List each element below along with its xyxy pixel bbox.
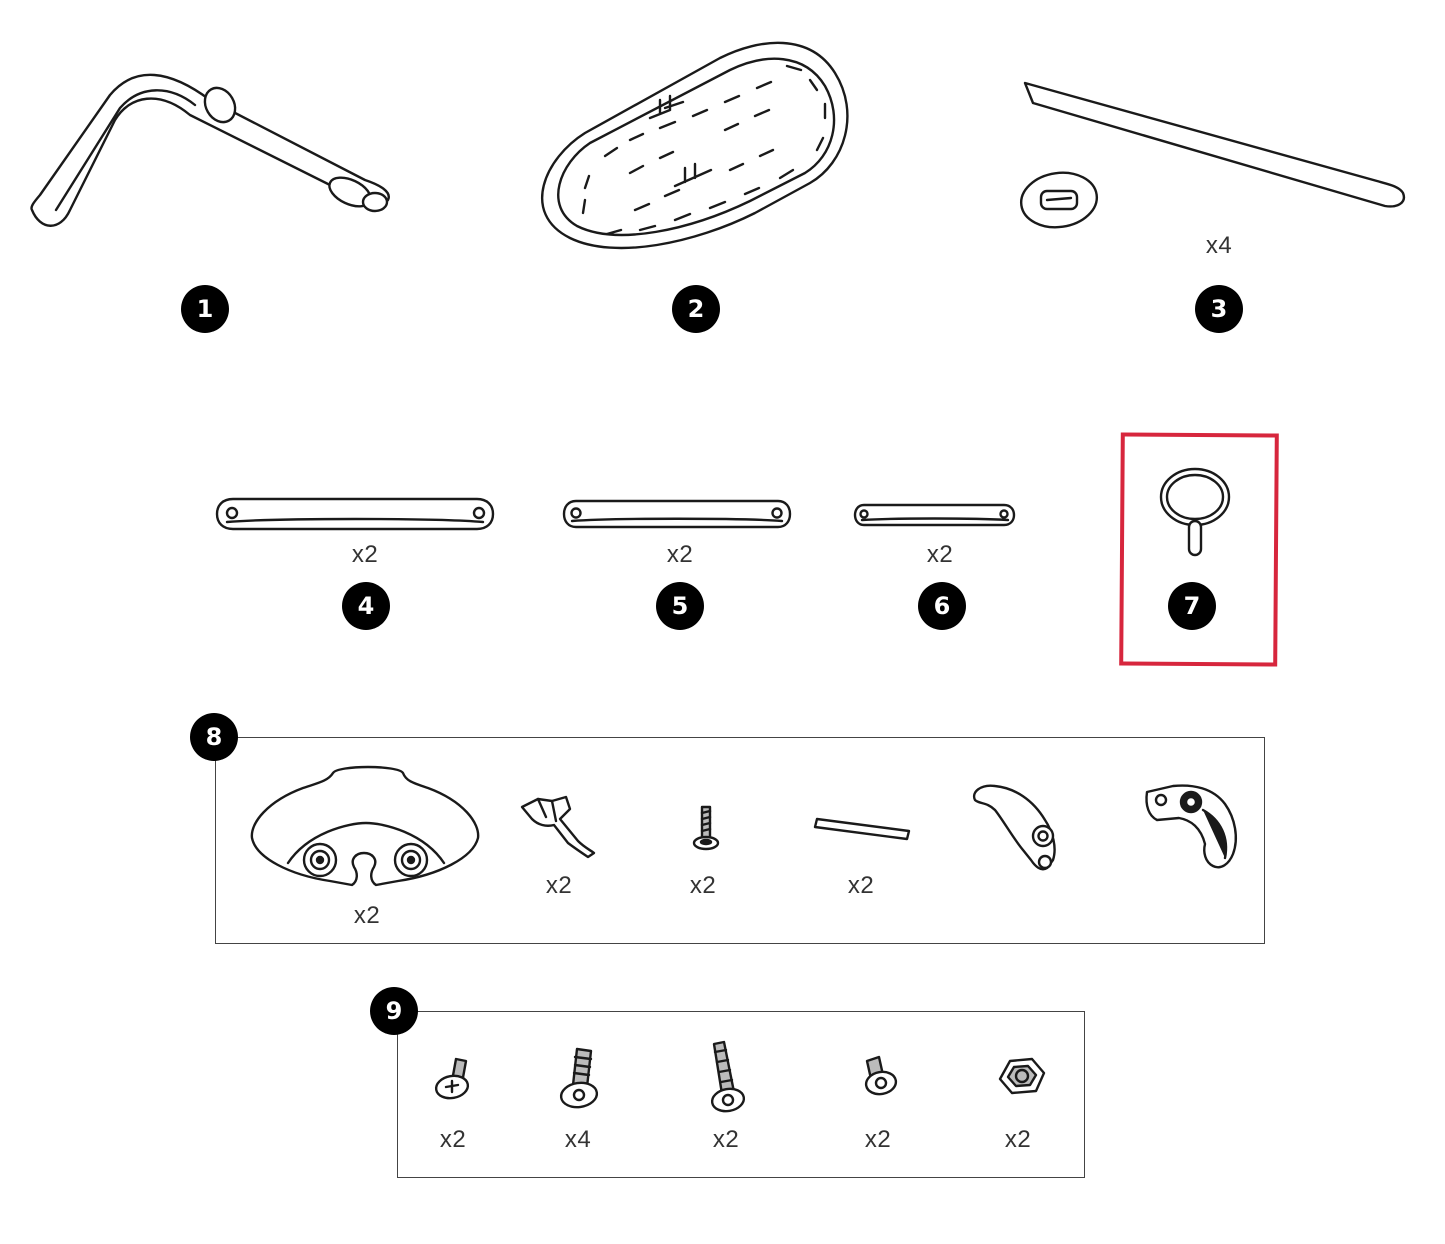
group-8-rod-quantity: x2 xyxy=(847,872,875,899)
part-7-number-badge: 7 xyxy=(1168,582,1216,630)
part-3-strap-illustration xyxy=(1015,78,1410,233)
group-8-small-screw-quantity: x2 xyxy=(689,872,717,899)
group-8-mount-clamp-illustration xyxy=(248,763,483,893)
group-9-frame xyxy=(397,1011,1085,1178)
group-9-long-bolt-illustration xyxy=(700,1040,750,1115)
group-9-medium-bolt-quantity: x4 xyxy=(564,1126,592,1153)
group-8-hook-right-illustration xyxy=(1143,780,1243,875)
group-9-short-bolt-quantity: x2 xyxy=(864,1126,892,1153)
part-1-tube-frame-illustration xyxy=(20,60,400,240)
group-9-long-bolt-quantity: x2 xyxy=(712,1126,740,1153)
part-5-number-badge: 5 xyxy=(656,582,704,630)
group-8-rod-illustration xyxy=(812,813,914,843)
part-4-quantity: x2 xyxy=(351,541,379,568)
group-9-hex-nut-quantity: x2 xyxy=(1004,1126,1032,1153)
part-6-number-badge: 6 xyxy=(918,582,966,630)
group-9-medium-bolt-illustration xyxy=(555,1045,605,1110)
part-3-number-badge: 3 xyxy=(1195,285,1243,333)
part-6-short-link-bar-illustration xyxy=(853,502,1016,528)
group-9-pan-head-screw-illustration xyxy=(432,1055,477,1105)
group-9-number-badge: 9 xyxy=(370,987,418,1035)
group-8-lever-pin-illustration xyxy=(518,795,600,860)
group-8-lever-pin-quantity: x2 xyxy=(545,872,573,899)
part-2-number-badge: 2 xyxy=(672,285,720,333)
group-8-small-screw-illustration xyxy=(690,805,720,853)
group-9-pan-head-screw-quantity: x2 xyxy=(439,1126,467,1153)
group-9-short-bolt-illustration xyxy=(857,1055,902,1100)
group-9-hex-nut-illustration xyxy=(998,1057,1046,1097)
group-8-frame xyxy=(215,737,1265,944)
part-1-number-badge: 1 xyxy=(181,285,229,333)
group-8-hook-left-illustration xyxy=(965,780,1065,875)
part-4-number-badge: 4 xyxy=(342,582,390,630)
part-7-key-tool-illustration xyxy=(1155,465,1235,560)
part-2-perforated-pad-illustration xyxy=(525,38,855,253)
part-6-quantity: x2 xyxy=(926,541,954,568)
part-5-medium-link-bar-illustration xyxy=(562,498,792,530)
part-5-quantity: x2 xyxy=(666,541,694,568)
part-4-long-link-bar-illustration xyxy=(215,495,495,533)
group-8-number-badge: 8 xyxy=(190,713,238,761)
part-3-quantity: x4 xyxy=(1205,232,1233,259)
group-8-mount-clamp-quantity: x2 xyxy=(353,902,381,929)
